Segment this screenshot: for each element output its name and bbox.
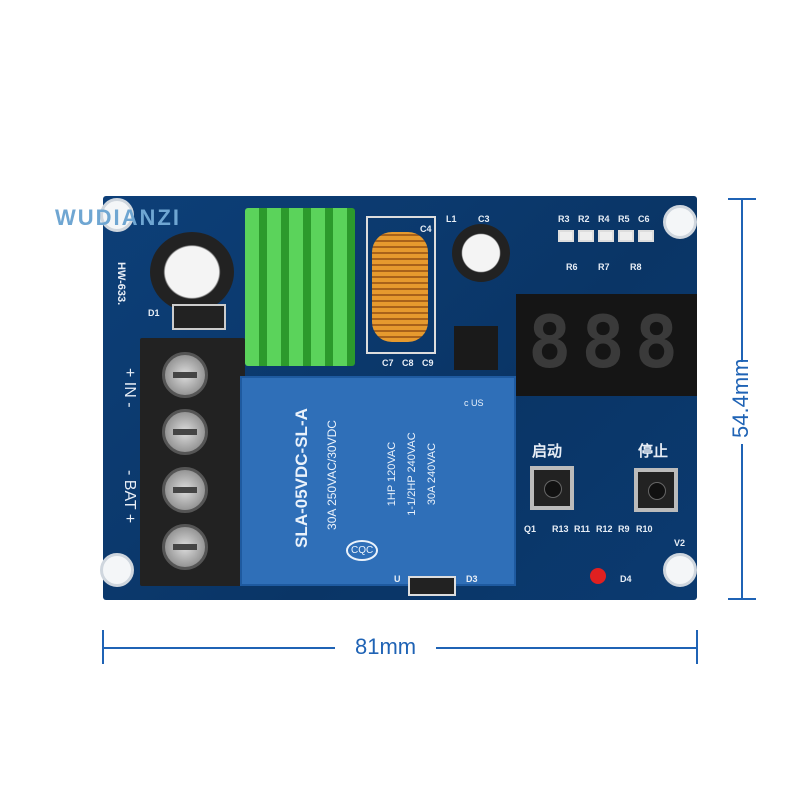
ul-logo: c US bbox=[464, 398, 484, 408]
capacitor-c3 bbox=[452, 224, 510, 282]
diode-d1 bbox=[172, 304, 226, 330]
width-label: 81mm bbox=[335, 634, 437, 660]
label-c3: C3 bbox=[478, 214, 490, 224]
label-r6: R6 bbox=[566, 262, 578, 272]
label-r2: R2 bbox=[578, 214, 590, 224]
led-d4 bbox=[590, 568, 606, 584]
start-button[interactable] bbox=[530, 466, 574, 510]
smd-part bbox=[618, 230, 634, 242]
label-r8: R8 bbox=[630, 262, 642, 272]
ic-chip bbox=[454, 326, 498, 370]
seven-segment-display bbox=[516, 294, 697, 396]
label-c4: C4 bbox=[420, 224, 432, 234]
relay-rating: 30A 250VAC/30VDC bbox=[325, 420, 339, 530]
cqc-logo: CQC bbox=[346, 540, 379, 561]
smd-part bbox=[598, 230, 614, 242]
screw-icon[interactable] bbox=[162, 352, 208, 398]
label-c9: C9 bbox=[422, 358, 434, 368]
label-stop: 停止 bbox=[638, 443, 669, 460]
height-label: 54.4mm bbox=[724, 359, 758, 444]
relay-model: SLA-05VDC-SL-A bbox=[292, 408, 311, 548]
label-r12: R12 bbox=[596, 524, 613, 534]
label-d3: D3 bbox=[466, 574, 478, 584]
relay: SLA-05VDC-SL-A 30A 250VAC/30VDC CQC 1HP … bbox=[240, 376, 516, 586]
label-r3: R3 bbox=[558, 214, 570, 224]
label-c8: C8 bbox=[402, 358, 414, 368]
smd-part bbox=[638, 230, 654, 242]
label-bat: - BAT + bbox=[121, 470, 138, 524]
label-r4: R4 bbox=[598, 214, 610, 224]
mounting-hole bbox=[100, 553, 134, 587]
dimension-tick bbox=[728, 198, 756, 200]
smd-part bbox=[578, 230, 594, 242]
label-r13: R13 bbox=[552, 524, 569, 534]
label-l1: L1 bbox=[446, 214, 457, 224]
relay-line3: 1HP 120VAC bbox=[386, 441, 398, 507]
mounting-hole bbox=[100, 198, 134, 232]
dimension-tick bbox=[728, 598, 756, 600]
label-u: U bbox=[394, 574, 401, 584]
smd-part bbox=[558, 230, 574, 242]
label-r11: R11 bbox=[574, 524, 591, 534]
screw-icon[interactable] bbox=[162, 409, 208, 455]
label-v2: V2 bbox=[674, 538, 686, 548]
diode-d3 bbox=[408, 576, 456, 596]
screw-icon[interactable] bbox=[162, 524, 208, 570]
label-r5: R5 bbox=[618, 214, 630, 224]
label-start: 启动 bbox=[532, 443, 563, 460]
label-d4: D4 bbox=[620, 574, 632, 584]
dimension-tick bbox=[696, 630, 698, 664]
inductor-l1 bbox=[372, 232, 428, 342]
label-in: + IN - bbox=[121, 368, 138, 408]
label-c7: C7 bbox=[382, 358, 394, 368]
capacitor-c2 bbox=[150, 232, 234, 312]
label-q1: Q1 bbox=[524, 524, 537, 534]
relay-line5: 30A 240VAC bbox=[426, 442, 438, 506]
heatsink bbox=[245, 208, 355, 366]
watermark: WUDIANZI bbox=[55, 205, 181, 230]
mounting-hole bbox=[663, 553, 697, 587]
dimension-tick bbox=[102, 630, 104, 664]
label-r10: R10 bbox=[636, 524, 653, 534]
label-r7: R7 bbox=[598, 262, 610, 272]
screw-icon[interactable] bbox=[162, 467, 208, 513]
mounting-hole bbox=[663, 205, 697, 239]
model-label: HW-633. bbox=[115, 262, 127, 306]
label-c6: C6 bbox=[638, 214, 650, 224]
stop-button[interactable] bbox=[634, 468, 678, 512]
display-digits: 888 bbox=[528, 300, 689, 384]
label-r9: R9 bbox=[618, 524, 630, 534]
inductor-outline bbox=[366, 216, 436, 354]
label-d1: D1 bbox=[148, 308, 160, 318]
relay-line4: 1-1/2HP 240VAC bbox=[406, 432, 418, 516]
